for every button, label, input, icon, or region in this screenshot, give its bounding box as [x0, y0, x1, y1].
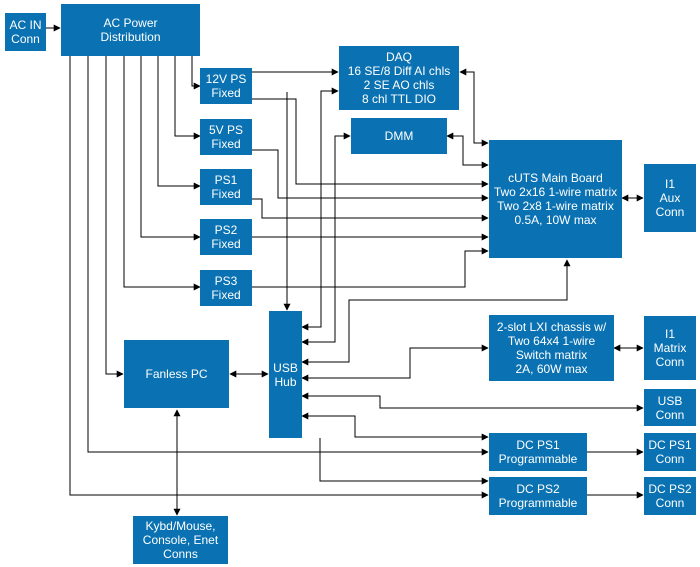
- ac-power-distribution-block: AC Power Distribution: [61, 4, 200, 56]
- dc-ps2-label-line1: DC PS2: [516, 482, 560, 496]
- kybd-mouse-console-enet-block: Kybd/Mouse, Console, Enet Conns: [133, 516, 228, 564]
- lxi-chassis-block: 2-slot LXI chassis w/ Two 64x4 1-wire Sw…: [489, 315, 614, 381]
- ac-power-label-line1: AC Power: [103, 16, 158, 30]
- lxi-spec-switch: Switch matrix: [515, 348, 588, 362]
- line-acpower-to-dcps2: [69, 56, 489, 499]
- line-5v-to-cuts: [252, 149, 489, 202]
- ps3-label-line2: Fixed: [211, 288, 241, 302]
- dmm-label: DMM: [384, 129, 414, 143]
- usb-conn-block: USB Conn: [644, 389, 696, 426]
- cuts-spec-2x8: Two 2x8 1-wire matrix: [497, 199, 614, 213]
- dc-ps1-conn-block: DC PS1 Conn: [644, 433, 696, 471]
- line-usbhub-dcps1: [301, 412, 489, 441]
- line-daq-cuts: [459, 68, 489, 147]
- daq-spec-ao: 2 SE AO chls: [363, 78, 435, 92]
- usb-hub-label-line2: Hub: [274, 374, 297, 389]
- kybd-label-line2: Console, Enet: [142, 533, 219, 547]
- line-dmm-cuts: [446, 132, 489, 169]
- line-acpower-to-ps3: [123, 56, 201, 291]
- line-usbhub-dmm: [301, 132, 351, 346]
- line-acpower-to-dcps1: [87, 56, 489, 456]
- ps1-fixed-block: PS1 Fixed: [200, 169, 252, 205]
- lxi-title: 2-slot LXI chassis w/: [496, 320, 607, 334]
- ps-5v-label-line1: 5V PS: [208, 123, 244, 137]
- ps-5v-label-line2: Fixed: [211, 137, 241, 151]
- lxi-spec-power: 2A, 60W max: [515, 362, 588, 376]
- i1-aux-conn-block: I1 Aux Conn: [644, 164, 696, 232]
- fanless-pc-block: Fanless PC: [124, 340, 229, 408]
- ac-in-conn-label-line2: Conn: [11, 32, 40, 46]
- ps1-label-line1: PS1: [214, 173, 238, 187]
- cuts-title: cUTS Main Board: [508, 171, 603, 185]
- i1-aux-label-line2: Aux: [659, 191, 681, 205]
- ps3-label-line1: PS3: [214, 274, 238, 288]
- line-acpower-to-ps2: [140, 56, 201, 241]
- dmm-block: DMM: [351, 118, 447, 154]
- dc-ps2-programmable-block: DC PS2 Programmable: [489, 477, 587, 515]
- ps-5v-fixed-block: 5V PS Fixed: [200, 119, 252, 155]
- usb-conn-label-line2: Conn: [655, 407, 685, 422]
- cuts-spec-power: 0.5A, 10W max: [514, 213, 597, 227]
- dc-ps1-conn-label-line1: DC PS1: [648, 438, 692, 452]
- i1-matrix-label-line3: Conn: [655, 355, 685, 369]
- i1-aux-label-line1: I1: [664, 177, 675, 191]
- dc-ps2-conn-label-line1: DC PS2: [648, 482, 692, 496]
- line-12v-to-cuts: [252, 98, 489, 188]
- daq-title: DAQ: [385, 50, 412, 64]
- cuts-main-board-block: cUTS Main Board Two 2x16 1-wire matrix T…: [489, 140, 622, 258]
- dc-ps2-conn-block: DC PS2 Conn: [644, 477, 696, 515]
- usb-conn-label-line1: USB: [657, 393, 683, 408]
- daq-spec-dio: 8 chl TTL DIO: [361, 92, 437, 106]
- dc-ps1-label-line1: DC PS1: [516, 438, 560, 452]
- line-acpower-to-5v: [174, 56, 201, 140]
- ps3-fixed-block: PS3 Fixed: [200, 270, 252, 306]
- ps-12v-label-line2: Fixed: [211, 86, 241, 100]
- line-acpower-to-pc: [105, 56, 124, 378]
- dc-ps1-conn-label-line2: Conn: [655, 452, 685, 466]
- ps2-label-line1: PS2: [214, 223, 238, 237]
- fanless-pc-label: Fanless PC: [145, 367, 208, 381]
- ac-power-label-line2: Distribution: [100, 30, 161, 44]
- dc-ps2-label-line2: Programmable: [498, 496, 578, 510]
- daq-block: DAQ 16 SE/8 Diff AI chls 2 SE AO chls 8 …: [339, 46, 459, 110]
- ps-12v-label-line1: 12V PS: [205, 72, 247, 86]
- line-acpower-to-ps1: [157, 56, 201, 190]
- i1-matrix-label-line2: Matrix: [653, 341, 687, 355]
- usb-hub-label-line1: USB: [273, 360, 298, 375]
- line-ps1-to-cuts: [252, 198, 489, 222]
- i1-matrix-label-line1: I1: [664, 327, 675, 341]
- kybd-label-line3: Conns: [163, 547, 198, 561]
- i1-aux-label-line3: Conn: [655, 205, 685, 219]
- dc-ps2-conn-label-line2: Conn: [655, 496, 685, 510]
- ac-in-conn-label-line1: AC IN: [9, 18, 42, 32]
- kybd-label-line1: Kybd/Mouse,: [145, 519, 216, 533]
- line-usbhub-daq: [301, 87, 339, 331]
- ps2-label-line2: Fixed: [211, 237, 241, 251]
- dc-ps1-programmable-block: DC PS1 Programmable: [489, 433, 587, 471]
- ac-in-conn-block: AC IN Conn: [5, 13, 46, 51]
- lxi-spec-matrix: Two 64x4 1-wire: [507, 334, 596, 348]
- dc-ps1-label-line2: Programmable: [498, 452, 578, 466]
- ps1-label-line2: Fixed: [211, 187, 241, 201]
- i1-matrix-conn-block: I1 Matrix Conn: [644, 316, 696, 380]
- line-usbhub-dcps2: [319, 438, 489, 485]
- cuts-spec-2x16: Two 2x16 1-wire matrix: [493, 185, 618, 199]
- line-acpower-to-12v: [191, 56, 201, 90]
- ps-12v-fixed-block: 12V PS Fixed: [200, 68, 252, 104]
- line-usbhub-lxi: [301, 344, 489, 382]
- line-usbhub-usbconn: [301, 392, 644, 412]
- daq-spec-ai: 16 SE/8 Diff AI chls: [347, 64, 451, 78]
- ps2-fixed-block: PS2 Fixed: [200, 219, 252, 255]
- usb-hub-block: USB Hub: [269, 311, 302, 438]
